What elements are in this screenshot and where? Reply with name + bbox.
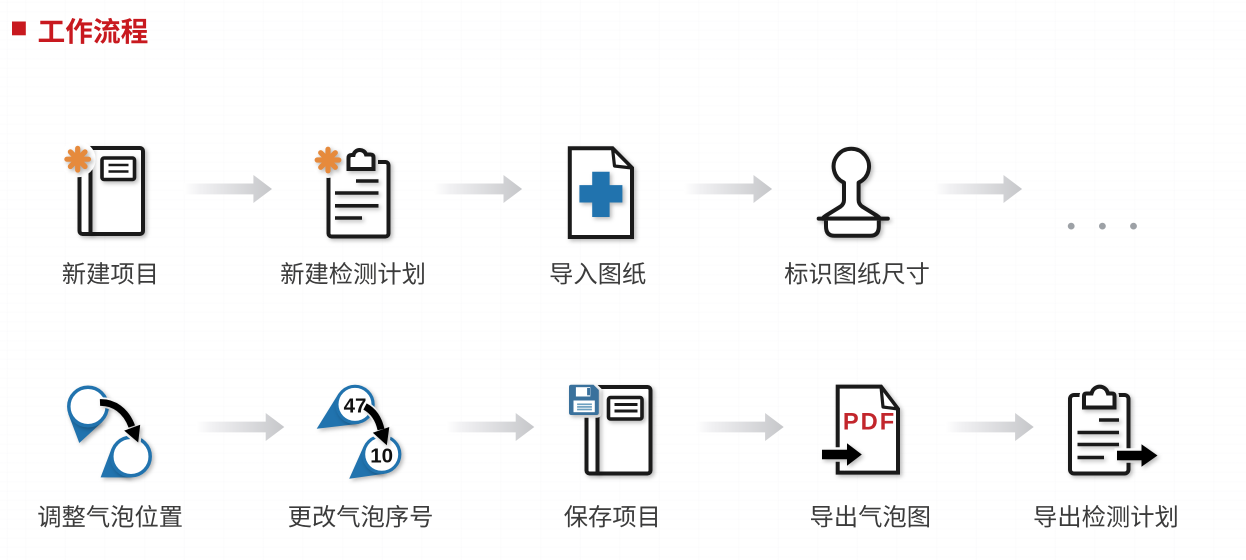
svg-text:PDF: PDF (843, 410, 896, 436)
svg-text:10: 10 (370, 444, 393, 467)
svg-text:47: 47 (344, 394, 367, 417)
